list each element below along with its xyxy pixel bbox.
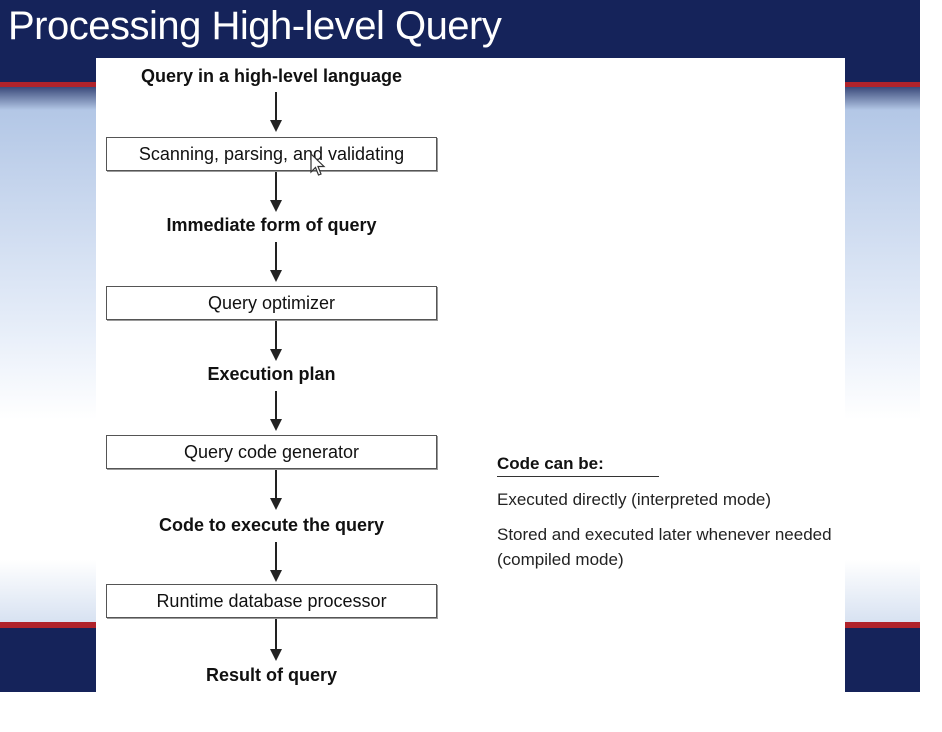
scanning-parsing-validating-label: Scanning, parsing, and validating — [138, 143, 405, 164]
input-label: Query in a high-level language — [140, 66, 403, 86]
arrow-to-execution-plan — [269, 321, 283, 361]
arrow-to-intermediate-form — [269, 172, 283, 212]
code-can-be-heading: Code can be: — [497, 454, 604, 473]
query-optimizer-label: Query optimizer — [207, 292, 336, 313]
execution-plan-label: Execution plan — [207, 364, 336, 384]
slide: Processing High-level Query Query in a h… — [0, 0, 920, 692]
arrow-to-code-to-execute — [269, 470, 283, 510]
result-of-query-label: Result of query — [205, 665, 338, 685]
runtime-database-processor-box: Runtime database processor — [106, 584, 437, 618]
runtime-database-processor-label: Runtime database processor — [156, 590, 387, 611]
arrow-to-optimizer — [269, 242, 283, 282]
diagram-panel: Query in a high-level language Scanning,… — [96, 58, 845, 692]
query-code-generator-label: Query code generator — [183, 441, 360, 462]
arrow-to-code-generator — [269, 391, 283, 431]
code-can-be-underline — [497, 476, 659, 477]
arrow-to-runtime-processor — [269, 542, 283, 582]
slide-title: Processing High-level Query — [8, 4, 502, 48]
compiled-mode-note: Stored and executed later whenever neede… — [497, 525, 832, 569]
scanning-parsing-validating-box: Scanning, parsing, and validating — [106, 137, 437, 171]
intermediate-form-label: Immediate form of query — [166, 215, 377, 235]
arrow-to-scanning — [269, 92, 283, 132]
arrow-to-result — [269, 619, 283, 661]
query-code-generator-box: Query code generator — [106, 435, 437, 469]
mouse-pointer-icon — [310, 153, 326, 176]
query-optimizer-box: Query optimizer — [106, 286, 437, 320]
interpreted-mode-note: Executed directly (interpreted mode) — [497, 490, 772, 509]
code-to-execute-label: Code to execute the query — [158, 515, 385, 535]
